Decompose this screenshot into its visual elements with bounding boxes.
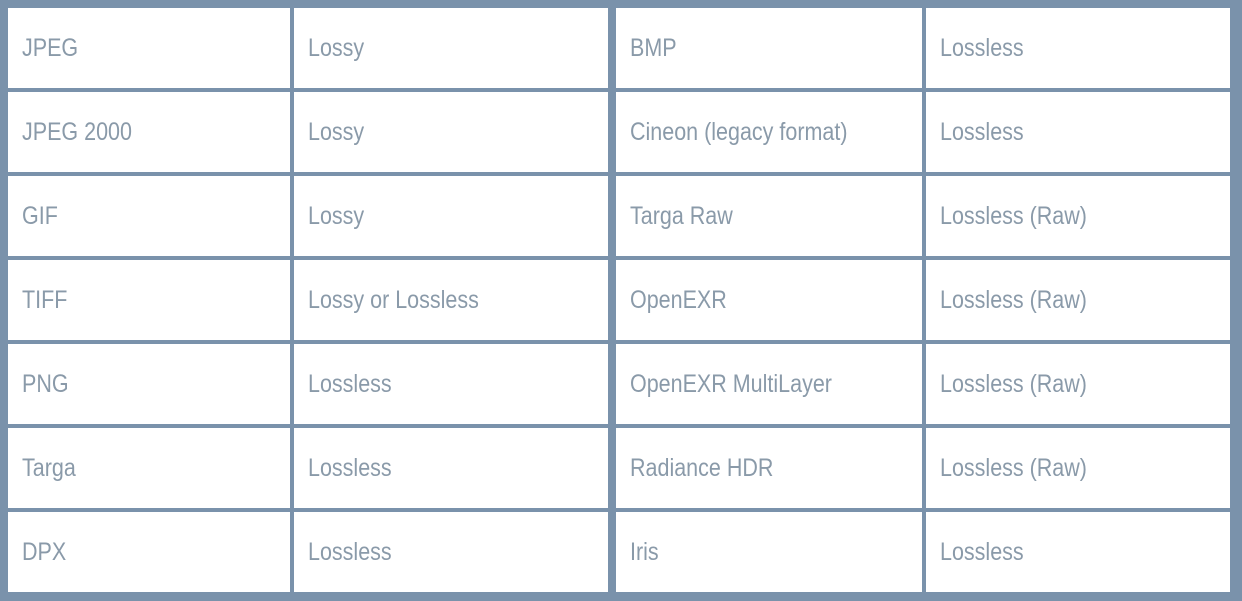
table-cell-format: Iris [616,512,922,592]
table-cell-format: TIFF [8,260,290,340]
table-cell-format: JPEG [8,8,290,88]
table-cell-format: JPEG 2000 [8,92,290,172]
table-cell-compression: Lossy [294,176,608,256]
table-cell-format: BMP [616,8,922,88]
table-cell-format: OpenEXR MultiLayer [616,344,922,424]
table-cell-compression: Lossless (Raw) [926,428,1230,508]
table-cell-compression: Lossless (Raw) [926,344,1230,424]
table-cell-compression: Lossy [294,8,608,88]
table-cell-format: OpenEXR [616,260,922,340]
table-cell-format: DPX [8,512,290,592]
table-cell-compression: Lossless (Raw) [926,176,1230,256]
table-cell-compression: Lossy [294,92,608,172]
table-cell-compression: Lossless [926,92,1230,172]
table-cell-compression: Lossy or Lossless [294,260,608,340]
table-cell-format: Targa [8,428,290,508]
table-cell-compression: Lossless [294,512,608,592]
table-cell-format: Radiance HDR [616,428,922,508]
table-cell-format: PNG [8,344,290,424]
table-cell-compression: Lossless [294,344,608,424]
table-cell-format: Cineon (legacy format) [616,92,922,172]
table-cell-compression: Lossless [926,512,1230,592]
table-cell-compression: Lossless (Raw) [926,260,1230,340]
table-cell-compression: Lossless [294,428,608,508]
table-cell-format: GIF [8,176,290,256]
table-cell-compression: Lossless [926,8,1230,88]
table-cell-format: Targa Raw [616,176,922,256]
